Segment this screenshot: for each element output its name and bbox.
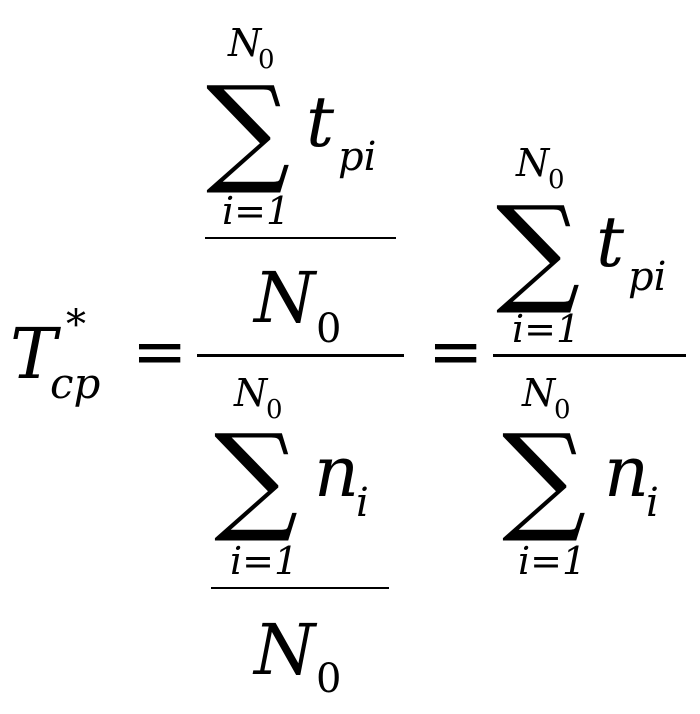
right-den-summand-n: n [604,431,649,513]
den-denominator-main: N [252,609,318,691]
num-denominator-main: N [252,257,318,339]
right-num-sum-upper-limit: N [515,141,551,185]
main-fraction-bar-left [197,354,404,357]
num-denominator-sub: 0 [316,306,341,352]
right-den-sum-symbol: ∑ [502,408,586,546]
right-num-sum-symbol: ∑ [496,180,580,318]
num-summand-t-sub: pi [338,134,376,180]
right-den-sum-upper-limit: N [521,371,557,415]
main-fraction-bar-right [493,354,686,357]
lhs-main: T [10,313,61,395]
right-den-summand-n-sub: i [646,480,659,526]
den-summand-n-sub: i [356,480,369,526]
num-sum-upper-limit-sub: 0 [258,45,275,75]
den-summand-n: n [314,431,359,513]
den-inner-fraction-bar [211,587,389,589]
right-den-sum-lower-limit: i=1 [518,539,586,583]
den-denominator-sub: 0 [316,656,341,702]
right-den-sum-upper-limit-sub: 0 [554,395,571,425]
right-num-summand-t: t [596,201,625,283]
right-num-sum-lower-limit: i=1 [512,307,580,351]
den-sum-lower-limit: i=1 [230,539,298,583]
equals-sign-2: = [428,313,483,390]
num-inner-fraction-bar [205,237,396,239]
lhs-subscript: cp [50,359,100,408]
num-sum-upper-limit: N [227,21,263,65]
equals-sign-1: = [132,313,187,390]
num-summand-t: t [306,81,335,163]
den-sum-symbol: ∑ [214,408,298,546]
den-sum-upper-limit-sub: 0 [266,395,283,425]
lhs-superscript: * [66,302,86,348]
num-sum-symbol: ∑ [206,60,290,198]
num-sum-lower-limit: i=1 [222,189,290,233]
right-num-summand-t-sub: pi [628,254,666,300]
right-num-sum-upper-limit-sub: 0 [548,165,565,195]
den-sum-upper-limit: N [233,371,269,415]
